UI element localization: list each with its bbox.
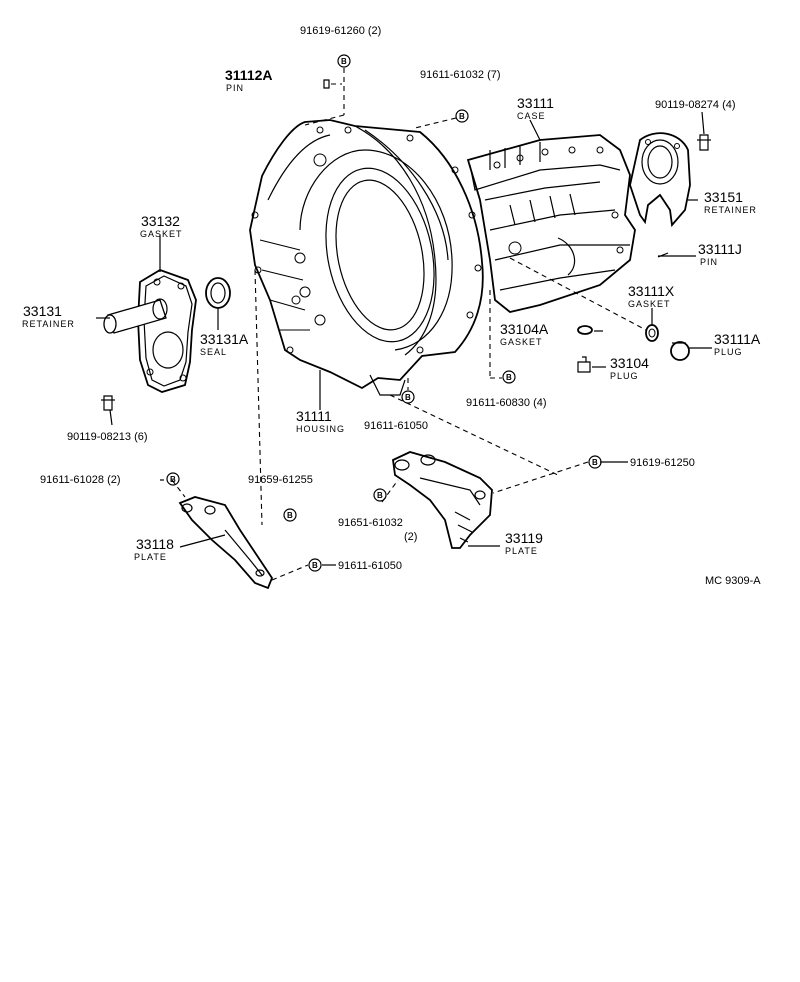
- leader-lines: [96, 68, 712, 581]
- label-31111: 31111: [296, 408, 332, 424]
- diagram-code: MC 9309-A: [705, 575, 761, 587]
- label-33131A-desc: SEAL: [200, 347, 227, 357]
- badge-b-icon: B: [308, 558, 322, 572]
- label-90119-08274: 90119-08274 (4): [655, 99, 736, 111]
- svg-text:B: B: [377, 491, 383, 500]
- label-31112A-desc: PIN: [226, 83, 244, 93]
- svg-text:B: B: [170, 475, 176, 484]
- part-labels: 91619-61260 (2) 31112A PIN 91611-61032 (…: [22, 25, 761, 587]
- badge-b-icon: B: [502, 370, 516, 384]
- seal-drawing: [205, 277, 231, 309]
- rear-retainer-drawing: [629, 132, 691, 228]
- case-drawing: [466, 134, 636, 313]
- badge-b-icon: B: [283, 508, 297, 522]
- plate-33119-drawing: [392, 451, 493, 549]
- label-33151-desc: RETAINER: [704, 205, 757, 215]
- label-33104: 33104: [610, 355, 649, 371]
- label-91619-61260: 91619-61260 (2): [300, 25, 381, 37]
- label-33111: 33111: [517, 95, 554, 111]
- label-33111J-desc: PIN: [700, 257, 718, 267]
- label-90119-08213: 90119-08213 (6): [67, 431, 148, 443]
- label-33131-desc: RETAINER: [22, 319, 75, 329]
- label-33111J: 33111J: [698, 241, 742, 257]
- label-91611-61028: 91611-61028 (2): [40, 474, 121, 486]
- label-33104A: 33104A: [500, 321, 549, 337]
- label-33118: 33118: [136, 536, 174, 552]
- small-hardware: [101, 79, 711, 411]
- label-33119: 33119: [505, 530, 543, 546]
- label-31111-desc: HOUSING: [296, 424, 345, 434]
- svg-text:B: B: [592, 458, 598, 467]
- label-91611-60830: 91611-60830 (4): [466, 397, 547, 409]
- svg-text:B: B: [341, 57, 347, 66]
- label-33111A-desc: PLUG: [714, 347, 743, 357]
- plate-33118-drawing: [178, 496, 274, 590]
- label-31112A: 31112A: [225, 67, 273, 83]
- label-33111-desc: CASE: [517, 111, 546, 121]
- label-91611-61050-plate: 91611-61050: [338, 560, 402, 572]
- label-33132: 33132: [141, 213, 180, 229]
- housing-drawing: [249, 119, 484, 396]
- label-33111A: 33111A: [714, 331, 761, 347]
- svg-text:B: B: [405, 393, 411, 402]
- label-33104A-desc: GASKET: [500, 337, 543, 347]
- badge-b-icon: B: [166, 472, 180, 486]
- badge-b-icon: B: [337, 54, 351, 68]
- label-33131A: 33131A: [200, 331, 249, 347]
- label-33151: 33151: [704, 189, 743, 205]
- label-33119-desc: PLATE: [505, 546, 538, 556]
- svg-text:B: B: [287, 511, 293, 520]
- badge-b-icon: B: [373, 488, 387, 502]
- svg-text:B: B: [459, 112, 465, 121]
- label-33104-desc: PLUG: [610, 371, 639, 381]
- badge-b-icon: B: [588, 455, 602, 469]
- label-33111X-desc: GASKET: [628, 299, 671, 309]
- label-91651-61032: 91651-61032: [338, 517, 403, 529]
- label-91611-61032: 91611-61032 (7): [420, 69, 501, 81]
- label-91659-61255: 91659-61255: [248, 474, 313, 486]
- bolt-badges: B B B B B B B B B: [166, 54, 602, 572]
- front-retainer-drawing: [103, 269, 197, 393]
- label-91651-61032-qty: (2): [404, 531, 417, 543]
- svg-text:B: B: [312, 561, 318, 570]
- label-91619-61250: 91619-61250: [630, 457, 695, 469]
- badge-b-icon: B: [455, 109, 469, 123]
- label-33132-desc: GASKET: [140, 229, 183, 239]
- svg-text:B: B: [506, 373, 512, 382]
- badge-b-icon: B: [401, 390, 415, 404]
- label-91611-61050-housing: 91611-61050: [364, 420, 428, 432]
- label-33131: 33131: [23, 303, 62, 319]
- label-33111X: 33111X: [628, 283, 675, 299]
- label-33118-desc: PLATE: [134, 552, 167, 562]
